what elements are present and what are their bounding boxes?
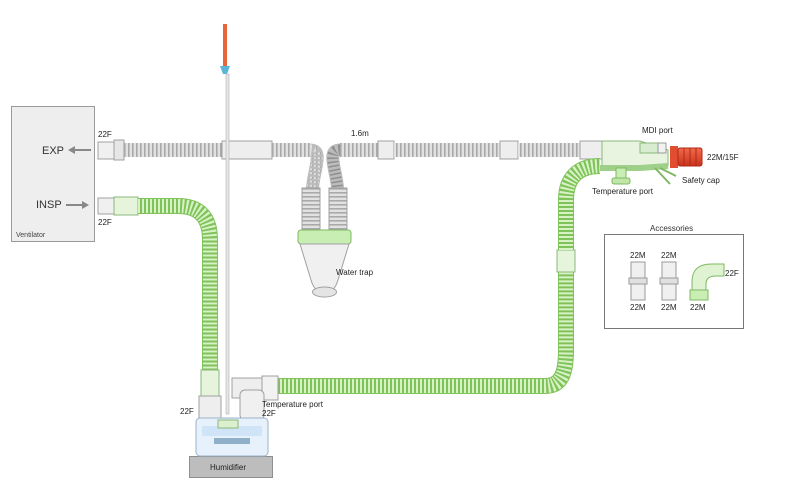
length-label: 1.6m xyxy=(351,129,369,138)
straight-connector-2-icon xyxy=(659,261,679,301)
humidifier-port-left-label: 22F xyxy=(180,407,194,416)
wye-connector xyxy=(600,140,677,185)
water-trap-label: Water trap xyxy=(336,268,374,277)
connector2-top-label: 22M xyxy=(661,251,677,260)
ventilator-box xyxy=(11,106,95,242)
elbow-connector-icon xyxy=(689,263,725,301)
insp-arrow-icon xyxy=(66,201,89,209)
exp-arrow-icon xyxy=(68,146,91,154)
connector1-bottom-label: 22M xyxy=(630,303,646,312)
humidifier-chamber xyxy=(195,389,269,457)
inspiratory-limb xyxy=(97,158,601,419)
safety-cap-label: Safety cap xyxy=(682,176,720,185)
insp-label: INSP xyxy=(36,199,62,211)
accessories-title: Accessories xyxy=(650,224,694,233)
water-trap xyxy=(297,229,352,298)
exp-port-label: 22F xyxy=(98,130,112,139)
elbow-bottom-label: 22M xyxy=(690,303,706,312)
elbow-side-label: 22F xyxy=(725,269,739,278)
humidifier-port-right-label: 22F xyxy=(262,409,276,418)
insp-port-label: 22F xyxy=(98,218,112,227)
humidifier-label: Humidifier xyxy=(210,463,247,472)
connector1-top-label: 22M xyxy=(630,251,646,260)
wye-port-label: 22M/15F xyxy=(707,153,739,162)
temperature-port-top-label: Temperature port xyxy=(592,187,653,196)
ventilator-label: Ventilator xyxy=(16,232,46,239)
expiratory-limb xyxy=(97,139,603,233)
straight-connector-icon xyxy=(628,261,648,301)
mdi-port-label: MDI port xyxy=(642,126,673,135)
exp-label: EXP xyxy=(42,145,65,157)
connector2-bottom-label: 22M xyxy=(661,303,677,312)
temperature-probe xyxy=(220,24,230,415)
safety-cap-icon xyxy=(670,146,703,168)
temperature-port-bottom-label: Temperature port xyxy=(262,400,323,409)
